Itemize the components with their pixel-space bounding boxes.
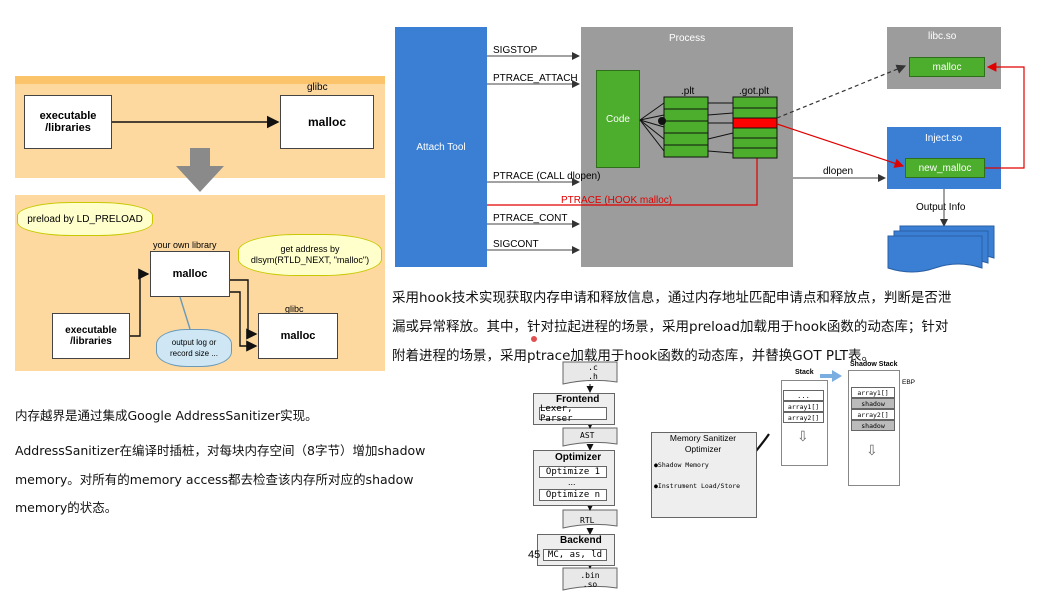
code-box: Code	[596, 70, 640, 168]
backend-sub-box: MC, as, ld	[543, 549, 607, 561]
hook-paragraph-line-3: 附着进程的场景，采用ptrace加载用于hook函数的动态库，并替换GOT PL…	[392, 348, 875, 364]
libc-so-title: libc.so	[928, 31, 957, 42]
shadow-item-shadow-2: shadow	[851, 420, 895, 431]
stack-down-icon: ⇩	[797, 428, 809, 444]
got-plt-label: .got.plt	[739, 86, 770, 97]
shadow-item-array1: array1[]	[851, 387, 895, 398]
bottom-glibc-label: glibc	[285, 304, 304, 314]
stack-item-array1: array1[]	[783, 401, 824, 412]
asan-paragraph-line-1: AddressSanitizer在编译时插桩，对每块内存空间（8字节）增加sha…	[15, 443, 426, 458]
signal-sigcont: SIGCONT	[493, 239, 539, 250]
optimizer-label: Optimizer	[555, 452, 602, 463]
get-address-bubble: get address by dlsym(RTLD_NEXT, "malloc"…	[238, 234, 382, 276]
ms-item-instrument: ●Instrument Load/Store	[654, 482, 741, 490]
source-files: .c .h	[588, 363, 598, 381]
frontend-label: Frontend	[556, 394, 600, 405]
asan-paragraph-line-2: memory。对所有的memory access都去检查该内存所对应的shado…	[15, 472, 414, 487]
ir-label: RTL	[580, 516, 595, 525]
libc-malloc-box: malloc	[909, 57, 985, 77]
attach-tool-box: Attach Tool	[395, 27, 487, 267]
down-arrow-icon	[176, 148, 224, 192]
signal-ptrace-hook-malloc: PTRACE (HOOK malloc)	[561, 195, 673, 206]
cursor-dot-icon	[531, 336, 537, 342]
output-log-bubble: output log or record size ...	[156, 329, 232, 367]
optimize-1-box: Optimize 1	[539, 466, 607, 478]
signal-ptrace-call-dlopen: PTRACE (CALL dlopen)	[493, 171, 601, 182]
shadow-item-shadow-1: shadow	[851, 398, 895, 409]
asan-paragraph-line-3: memory的状态。	[15, 500, 118, 515]
library-malloc-box: malloc	[150, 251, 230, 297]
lexer-parser-box: Lexer, Parser	[539, 404, 607, 424]
memory-sanitizer-title: Memory Sanitizer Optimizer	[669, 433, 737, 454]
stack-title: Stack	[795, 369, 814, 376]
your-own-library-label: your own library	[153, 240, 217, 250]
asan-title: 内存越界是通过集成Google AddressSanitizer实现。	[15, 408, 318, 423]
top-glibc-label: glibc	[307, 82, 328, 93]
page-number: 45	[528, 549, 541, 561]
stack-item-array2: array2[]	[783, 412, 824, 423]
shadow-down-icon: ⇩	[866, 442, 878, 458]
bottom-executable-box: executable /libraries	[52, 313, 130, 359]
hook-paragraph-line-1: 采用hook技术实现获取内存申请和释放信息，通过内存地址匹配申请点和释放点，判断…	[392, 290, 952, 306]
optimize-ellipsis: ...	[568, 477, 576, 487]
process-label: Process	[669, 33, 706, 44]
top-malloc-box: malloc	[280, 95, 374, 149]
ms-item-shadow-memory: ●Shadow Memory	[654, 461, 709, 469]
preload-diagram-top-panel-bar	[15, 76, 385, 84]
asan-pipeline-graphics	[562, 361, 842, 591]
signal-sigstop: SIGSTOP	[493, 45, 538, 56]
shadow-stack-title: Shadow Stack	[850, 361, 898, 368]
backend-label: Backend	[560, 535, 602, 546]
shadow-item-array2: array2[]	[851, 409, 895, 420]
inject-so-label: Inject.so	[925, 133, 963, 144]
signal-ptrace-attach: PTRACE_ATTACH	[493, 73, 578, 84]
dlopen-label: dlopen	[823, 166, 854, 177]
ast-label: AST	[580, 431, 595, 440]
glibc-malloc-box: malloc	[258, 313, 338, 359]
memory-sanitizer-box	[651, 432, 757, 518]
top-executable-box: executable /libraries	[24, 95, 112, 149]
preload-bubble: preload by LD_PRELOAD	[17, 202, 153, 236]
optimize-n-box: Optimize n	[539, 489, 607, 501]
hook-diagram-graphics	[487, 52, 1025, 273]
binary-files: .bin .so	[580, 571, 600, 589]
preload-arrows	[112, 115, 280, 352]
signal-ptrace-cont: PTRACE_CONT	[493, 213, 568, 224]
ebp-label: EBP	[902, 379, 916, 386]
hook-paragraph-line-2: 漏或异常释放。其中，针对拉起进程的场景，采用preload加载用于hook函数的…	[392, 319, 949, 335]
new-malloc-box: new_malloc	[905, 158, 985, 178]
stack-item-ellipsis: ...	[783, 390, 824, 401]
output-info-label: Output Info	[916, 202, 966, 213]
plt-label: .plt	[681, 86, 695, 97]
